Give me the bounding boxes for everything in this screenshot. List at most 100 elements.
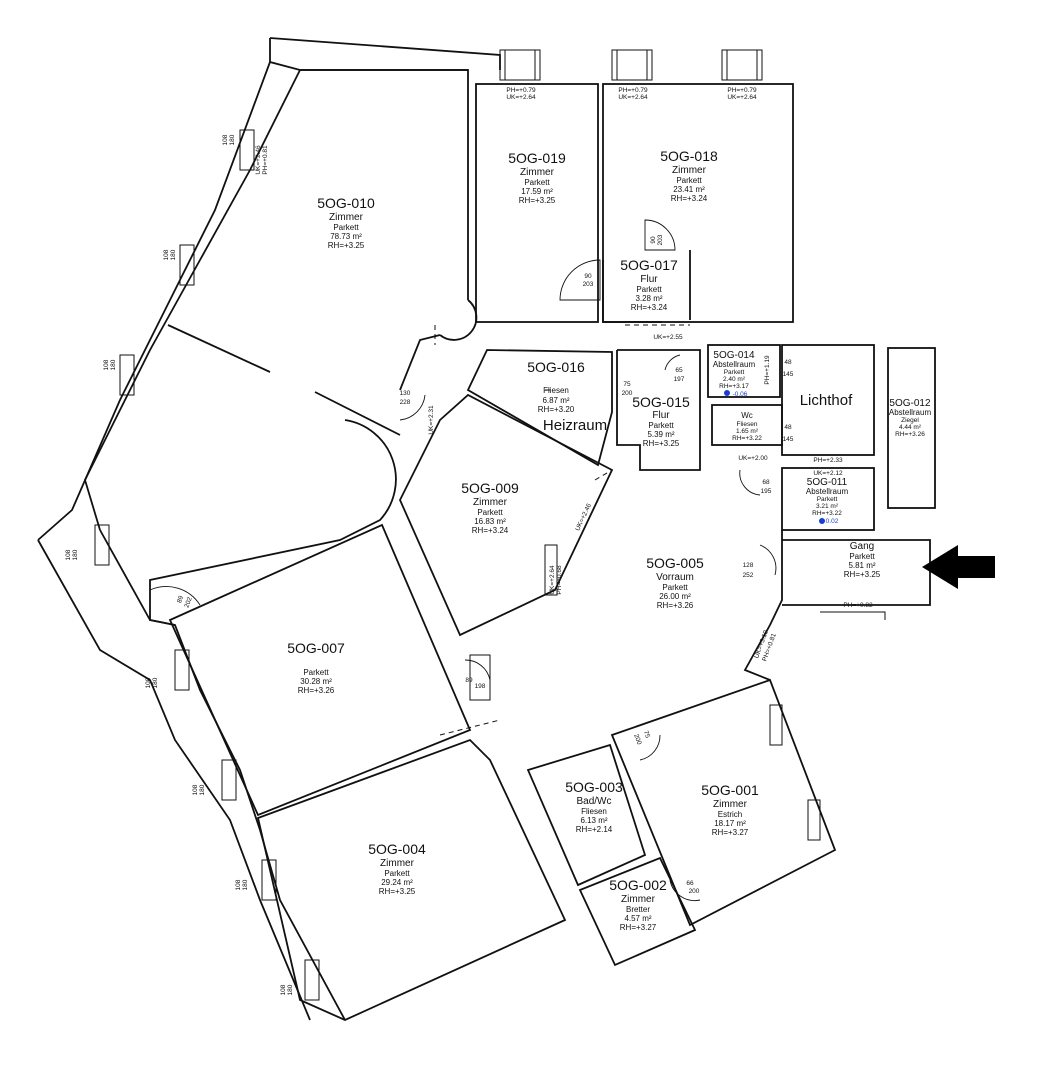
room-height: RH=+3.22	[812, 510, 842, 517]
room-height: RH=+3.26	[298, 686, 335, 695]
room-id: 5OG-016	[527, 359, 585, 375]
room-id: Gang	[850, 541, 874, 552]
win-uk-018b: UK=+2.64	[727, 94, 757, 101]
room-area: 4.44 m²	[899, 424, 922, 431]
room-floor: Parkett	[636, 285, 662, 294]
marker-011-icon	[819, 518, 825, 524]
door-005-w: 128	[743, 562, 754, 569]
door-wc-h: 145	[783, 436, 794, 443]
room-use: Heizraum	[543, 417, 607, 434]
room-floor: Estrich	[718, 810, 742, 819]
room-use: Zimmer	[473, 497, 508, 508]
room-height: RH=+3.25	[328, 241, 365, 250]
room-use: Bad/Wc	[576, 796, 611, 807]
room-use: Zimmer	[713, 799, 748, 810]
door-015-h: 200	[622, 390, 633, 397]
room-area: 2.40 m²	[723, 376, 746, 383]
win-w-2: 108	[163, 249, 170, 260]
room-009-label: 5OG-009 Zimmer Parkett 16.83 m² RH=+3.24	[461, 480, 519, 535]
room-area: 3.21 m²	[816, 503, 839, 510]
room-id: 5OG-003	[565, 779, 623, 795]
room-area: 3.28 m²	[635, 294, 662, 303]
door-001-h: 200	[632, 733, 642, 746]
room-use: Abstellraum	[713, 360, 756, 369]
room-height: RH=+3.27	[620, 923, 657, 932]
room-use: Abstellraum	[806, 487, 849, 496]
uk-200-label: UK=+2.00	[738, 455, 768, 462]
win-uk-019: UK=+2.64	[506, 94, 536, 101]
win-w-3: 108	[103, 359, 110, 370]
room-floor: Parkett	[303, 668, 329, 677]
door-007-h: 202	[183, 596, 193, 609]
room-height: RH=+3.24	[472, 526, 509, 535]
room-floor: Fliesen	[581, 807, 607, 816]
room-height: RH=+3.26	[895, 431, 925, 438]
room-002-label: 5OG-002 Zimmer Bretter 4.57 m² RH=+3.27	[609, 877, 667, 932]
door-014b-w: 48	[784, 359, 792, 366]
room-height: RH=+3.20	[538, 405, 575, 414]
room-id: 5OG-011	[807, 477, 848, 488]
door-011-w: 68	[762, 479, 770, 486]
win-w-7: 108	[235, 879, 242, 890]
room-floor: Parkett	[333, 223, 359, 232]
door-010-w: 130	[400, 390, 411, 397]
room-id: Wc	[741, 411, 753, 420]
room-area: 16.83 m²	[474, 517, 506, 526]
room-004-label: 5OG-004 Zimmer Parkett 29.24 m² RH=+3.25	[368, 841, 426, 896]
room-height: RH=+3.25	[643, 439, 680, 448]
door-019-h: 203	[583, 281, 594, 288]
room-area: 5.81 m²	[848, 561, 875, 570]
room-id: 5OG-002	[609, 877, 667, 893]
dashed-openings	[434, 324, 690, 736]
win-uk-018a: UK=+2.64	[618, 94, 648, 101]
room-use: Zimmer	[520, 167, 555, 178]
room-id: 5OG-017	[620, 257, 678, 273]
room-001-label: 5OG-001 Zimmer Estrich 18.17 m² RH=+3.27	[701, 782, 759, 837]
room-use: Zimmer	[672, 165, 707, 176]
door-014b-h: 145	[783, 371, 794, 378]
room-id: 5OG-015	[632, 394, 690, 410]
room-use: Abstellraum	[889, 408, 932, 417]
uk-255-label: UK=+2.55	[653, 334, 683, 341]
room-id: 5OG-018	[660, 148, 718, 164]
room-height: RH=+3.24	[671, 194, 708, 203]
room-floor: Parkett	[849, 552, 875, 561]
room-011-label: 5OG-011 Abstellraum Parkett 3.21 m² RH=+…	[806, 477, 849, 525]
room-height: RH=+3.25	[379, 887, 416, 896]
room-017-label: 5OG-017 Flur Parkett 3.28 m² RH=+3.24	[620, 257, 678, 312]
win-h-8: 180	[287, 984, 294, 995]
room-010-label: 5OG-010 Zimmer Parkett 78.73 m² RH=+3.25	[317, 195, 375, 250]
door-009-h: 198	[475, 683, 486, 690]
room-id: 5OG-005	[646, 555, 704, 571]
room-floor: Bretter	[626, 905, 650, 914]
room-014-label: 5OG-014 Abstellraum Parkett 2.40 m² RH=+…	[713, 350, 756, 398]
win-ph-019: PH=+0.79	[506, 87, 536, 94]
win-h-6: 180	[199, 784, 206, 795]
room-area: 4.57 m²	[624, 914, 651, 923]
door-017-h: 203	[657, 234, 664, 245]
room-016-label: 5OG-016 Fliesen 6.87 m² RH=+3.20 Heizrau…	[527, 359, 607, 434]
gang-label: Gang Parkett 5.81 m² RH=+3.25	[844, 541, 881, 579]
room-floor: Ziegel	[901, 417, 919, 424]
room-area: 17.59 m²	[521, 187, 553, 196]
win-w-1: 108	[222, 134, 229, 145]
room-height: RH=+3.27	[712, 828, 749, 837]
entrance-arrow-icon	[922, 545, 995, 589]
room-018-label: 5OG-018 Zimmer Parkett 23.41 m² RH=+3.24	[660, 148, 718, 203]
uk-231-label: UK=+2.31	[428, 405, 435, 435]
uk-212-label: UK=+2.12	[813, 470, 843, 477]
room-id: 5OG-019	[508, 150, 566, 166]
room-id: 5OG-014	[713, 350, 755, 361]
room-003-label: 5OG-003 Bad/Wc Fliesen 6.13 m² RH=+2.14	[565, 779, 623, 834]
room-area: 30.28 m²	[300, 677, 332, 686]
door-014-h: 197	[674, 376, 685, 383]
door-002-h: 200	[689, 888, 700, 895]
room-id: 5OG-004	[368, 841, 426, 857]
room-floor: Parkett	[648, 421, 674, 430]
win-ph-018a: PH=+0.79	[618, 87, 648, 94]
room-area: 26.00 m²	[659, 592, 691, 601]
room-005-label: 5OG-005 Vorraum Parkett 26.00 m² RH=+3.2…	[646, 555, 704, 610]
door-009-w: 89	[465, 677, 473, 684]
room-floor: Parkett	[817, 496, 838, 503]
